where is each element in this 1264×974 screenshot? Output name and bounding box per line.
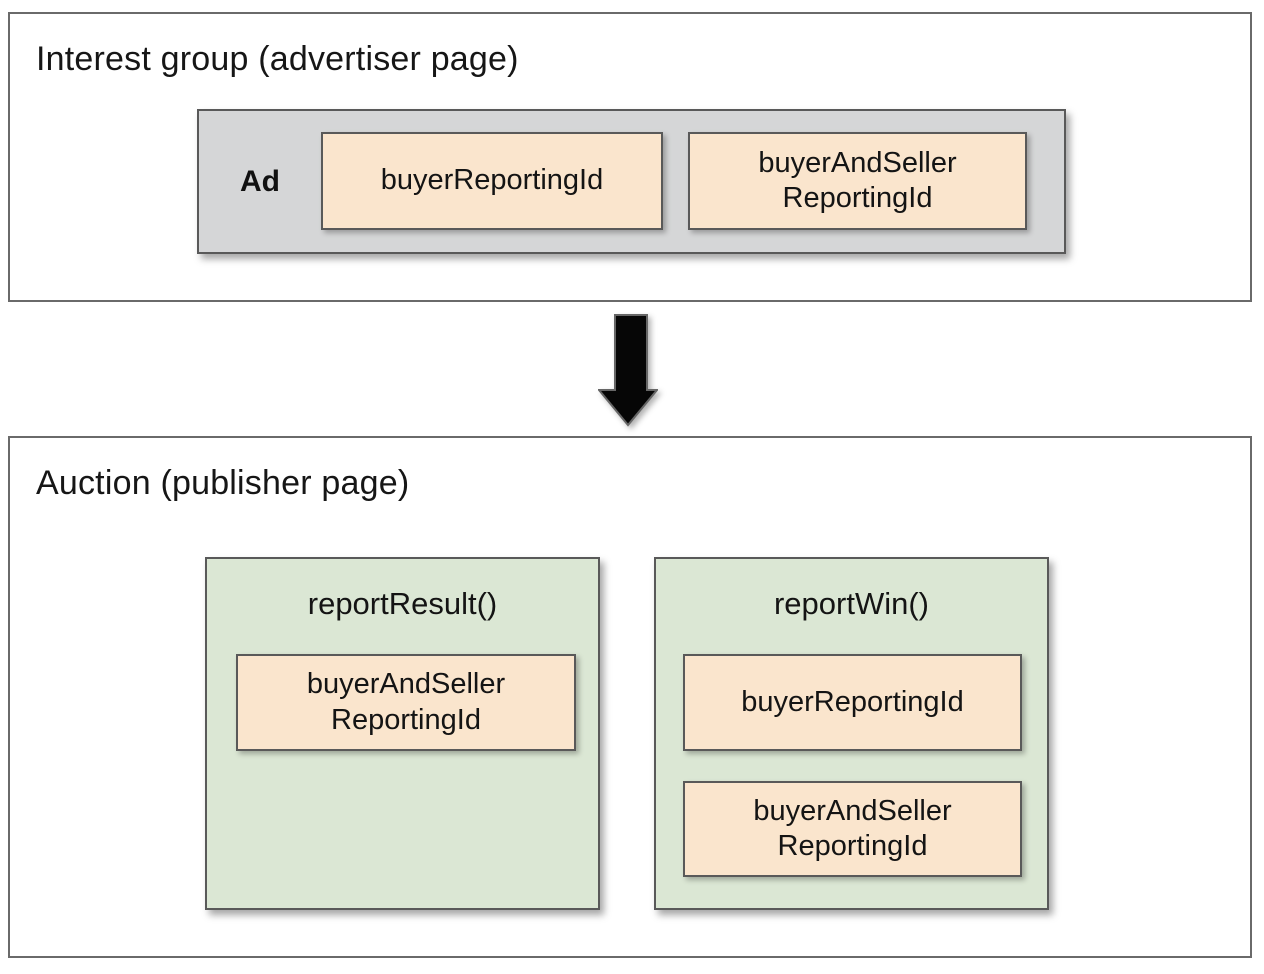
buyer-reporting-id-box: buyerReportingId: [321, 132, 663, 230]
buyer-reporting-id-box: buyerReportingId: [683, 654, 1022, 751]
buyer-and-seller-reporting-id-box: buyerAndSeller ReportingId: [683, 781, 1022, 877]
auction-section: Auction (publisher page) reportResult() …: [8, 436, 1252, 958]
report-result-title: reportResult(): [307, 586, 498, 621]
down-arrow-icon: [598, 314, 658, 427]
interest-group-section: Interest group (advertiser page) Ad buye…: [8, 12, 1252, 302]
buyer-and-seller-reporting-id-box: buyerAndSeller ReportingId: [688, 132, 1027, 230]
ad-container: Ad buyerReportingId buyerAndSeller Repor…: [197, 109, 1066, 254]
report-result-box: reportResult() buyerAndSeller ReportingI…: [205, 557, 600, 910]
report-win-title: reportWin(): [773, 586, 929, 621]
ad-label: Ad: [240, 164, 280, 198]
interest-group-title: Interest group (advertiser page): [36, 40, 519, 78]
buyer-and-seller-reporting-id-box: buyerAndSeller ReportingId: [236, 654, 576, 751]
report-win-box: reportWin() buyerReportingId buyerAndSel…: [654, 557, 1049, 910]
auction-title: Auction (publisher page): [36, 464, 410, 502]
